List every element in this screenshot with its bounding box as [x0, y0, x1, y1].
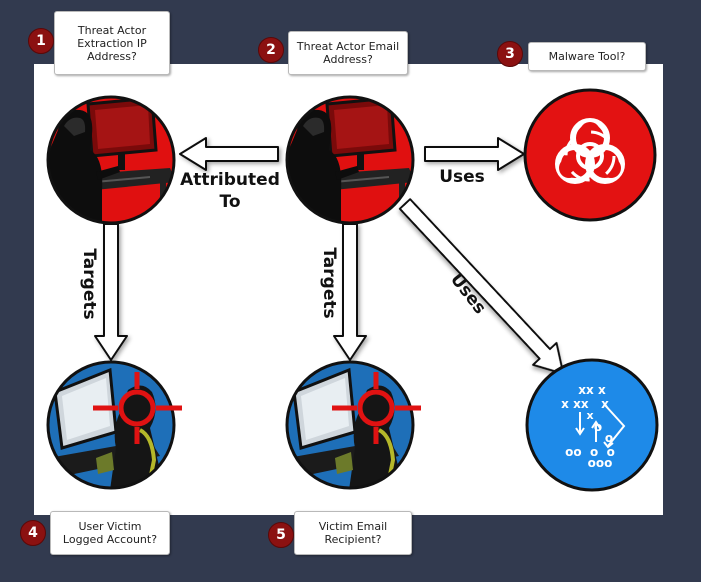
playbook-icon: xx x x xx x x o o oo o o ooo — [525, 358, 659, 492]
callout-user-victim: User Victim Logged Account? — [50, 511, 170, 555]
playbook-row-5: o — [605, 431, 613, 445]
edge-label-uses-malware: Uses — [439, 167, 485, 187]
threat-actor-icon — [46, 95, 176, 225]
callout-malware-tool: Malware Tool? — [528, 42, 646, 71]
callout-badge-4: 4 — [20, 520, 46, 546]
playbook-row-3: x — [586, 409, 593, 422]
playbook-row-4: o — [594, 420, 602, 434]
playbook-row-7: ooo — [588, 456, 613, 470]
edge-label-to: To — [219, 192, 240, 212]
callout-threat-actor-email: Threat Actor Email Address? — [288, 31, 408, 75]
edge-label-targets-left: Targets — [79, 248, 99, 319]
arrow-targets-center — [333, 223, 367, 361]
edge-label-targets-center: Targets — [319, 247, 339, 318]
arrow-uses-playbook — [398, 198, 565, 375]
victim-crosshair-icon — [46, 360, 182, 490]
callout-badge-3: 3 — [497, 41, 523, 67]
callout-victim-email: Victim Email Recipient? — [294, 511, 412, 555]
callout-badge-1: 1 — [28, 28, 54, 54]
victim-crosshair-icon — [285, 360, 421, 490]
arrow-uses-malware — [424, 137, 525, 171]
callout-badge-5: 5 — [268, 522, 294, 548]
playbook-row-1: xx x — [578, 383, 606, 397]
edge-label-attributed: Attributed — [180, 170, 280, 190]
playbook-row-6: oo o o — [565, 445, 615, 459]
arrow-targets-left — [94, 223, 128, 361]
playbook-row-2: x xx x — [561, 397, 609, 411]
callout-badge-2: 2 — [258, 37, 284, 63]
callout-threat-actor-ip: Threat Actor Extraction IP Address? — [54, 11, 170, 75]
threat-actor-icon — [285, 95, 415, 225]
biohazard-icon — [523, 88, 657, 222]
arrow-attributed-to — [179, 137, 279, 171]
